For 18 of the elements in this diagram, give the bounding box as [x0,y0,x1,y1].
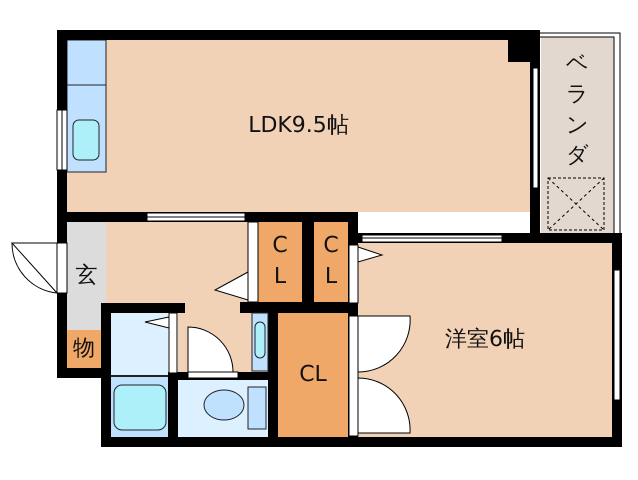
storage [67,330,101,368]
entrance [67,222,106,330]
bedroom [358,243,612,437]
closet [258,222,302,302]
closet [278,313,348,437]
closet [314,222,348,302]
room-label: CL [271,232,289,291]
living-room [67,40,530,212]
room-label: 洋室6帖 [445,328,525,352]
washroom [111,313,168,375]
room-label: CL [299,363,327,387]
room-label: 物 [73,337,95,361]
room-label: ベランダ [566,50,590,170]
room-label: 玄 [76,264,98,288]
room-label: CL [322,232,340,291]
hallway-floor [106,222,248,303]
room-label: LDK9.5帖 [248,114,349,138]
balcony [541,37,614,234]
